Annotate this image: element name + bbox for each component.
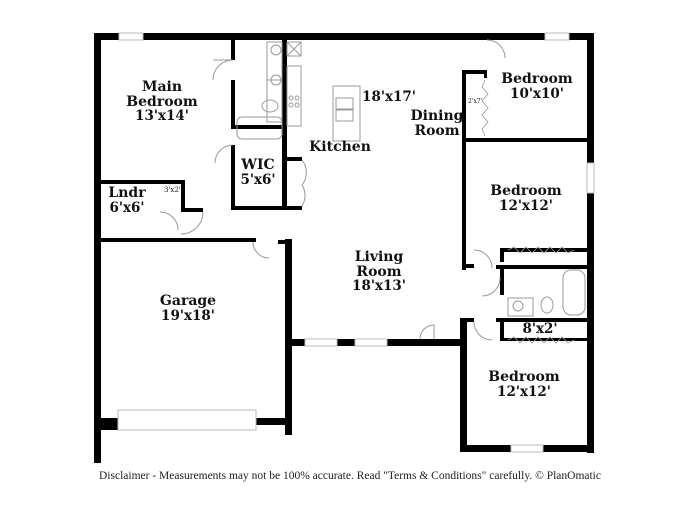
fixtures <box>236 41 586 317</box>
room-dimensions: 18'x13' <box>352 278 406 295</box>
room-name: Bedroom <box>126 93 198 110</box>
room-wic: WIC 5'x6' <box>240 158 275 187</box>
room-dimensions: 10'x10' <box>510 85 564 102</box>
room-name: Bedroom <box>501 71 573 87</box>
room-name: Dining <box>410 108 464 124</box>
room-name: Living <box>354 249 404 265</box>
room-dimensions: 12'x12' <box>499 197 553 214</box>
room-name: Lndr <box>108 185 146 201</box>
windows <box>117 32 595 453</box>
room-name: Main <box>141 79 183 95</box>
room-dimensions: 12'x12' <box>497 383 551 400</box>
dining-closet-dims: 2'x7' <box>468 98 483 105</box>
room-dimensions: 19'x18' <box>161 307 215 324</box>
room-dimensions: 6'x6' <box>109 199 145 216</box>
room-bedroom-e: Bedroom 12'x12' <box>490 184 561 213</box>
interior-walls <box>101 40 587 341</box>
room-dimensions: 18'x17' <box>362 89 416 105</box>
room-bedroom-ne: Bedroom 10'x10' <box>501 72 572 101</box>
room-dimensions: 5'x6' <box>240 171 276 188</box>
room-main-bedroom: Main Bedroom 13'x14' <box>126 80 197 124</box>
room-hall-closet: 8'x2' <box>522 322 557 336</box>
laundry-closet-dims: 3'x2' <box>164 186 181 194</box>
disclaimer-text: Disclaimer - Measurements may not be 100… <box>99 470 601 482</box>
bifold-doors <box>481 79 575 344</box>
kitchen-dimensions: 18'x17' <box>362 90 416 104</box>
room-dimensions: 13'x14' <box>135 108 189 125</box>
room-bedroom-se: Bedroom 12'x12' <box>488 370 559 399</box>
room-dimensions: 8'x2' <box>522 321 558 337</box>
room-name: Kitchen <box>309 139 371 155</box>
room-name: Room <box>356 263 402 280</box>
room-kitchen: Kitchen <box>309 140 371 155</box>
door-swings <box>159 39 506 341</box>
room-living: Living Room 18'x13' <box>352 250 406 294</box>
room-name: Garage <box>159 293 217 309</box>
room-name: WIC <box>241 157 275 173</box>
room-name: Room <box>414 122 460 139</box>
room-name: Bedroom <box>488 369 560 385</box>
room-garage: Garage 19'x18' <box>160 294 216 323</box>
room-name: Bedroom <box>490 183 562 199</box>
room-dining: Dining Room <box>411 109 464 138</box>
room-laundry: Lndr 6'x6' <box>108 186 145 215</box>
